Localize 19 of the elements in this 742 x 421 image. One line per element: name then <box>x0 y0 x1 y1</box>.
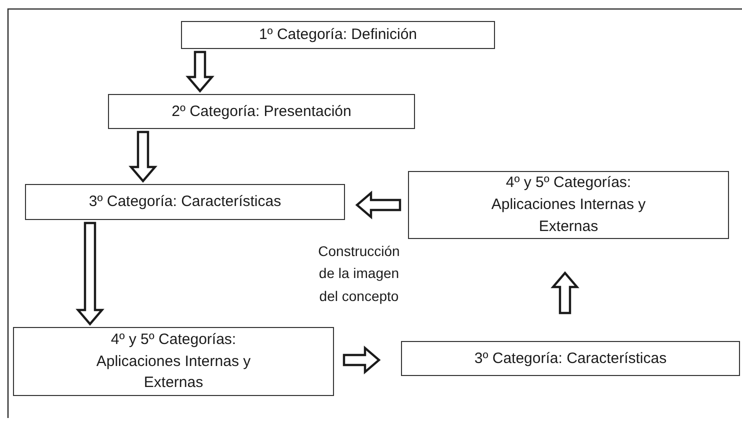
box-text: 3º Categoría: Características <box>474 348 667 369</box>
block-arrow <box>76 222 104 326</box>
category-box <box>13 327 334 396</box>
block-arrow <box>550 271 580 314</box>
block-arrow <box>355 190 402 220</box>
center-caption: Construcción de la imagen del concepto <box>317 242 401 306</box>
category-box <box>408 171 729 239</box>
block-arrow <box>186 50 214 93</box>
box-text: 4º y 5º Categorías: Aplicaciones Internas y Externas <box>490 173 647 237</box>
box-text: 4º y 5º Categorías: Aplicaciones Internas y Externas <box>95 330 252 394</box>
category-box <box>181 21 495 49</box>
block-arrow <box>128 130 158 183</box>
box-text: 3º Categoría: Características <box>88 192 282 212</box>
category-box <box>25 184 345 220</box>
category-box <box>401 341 740 376</box>
box-text: 2º Categoría: Presentación <box>172 102 352 122</box>
block-arrow <box>342 346 381 374</box>
box-text: 1º Categoría: Definición <box>258 25 418 46</box>
category-box <box>108 94 415 129</box>
